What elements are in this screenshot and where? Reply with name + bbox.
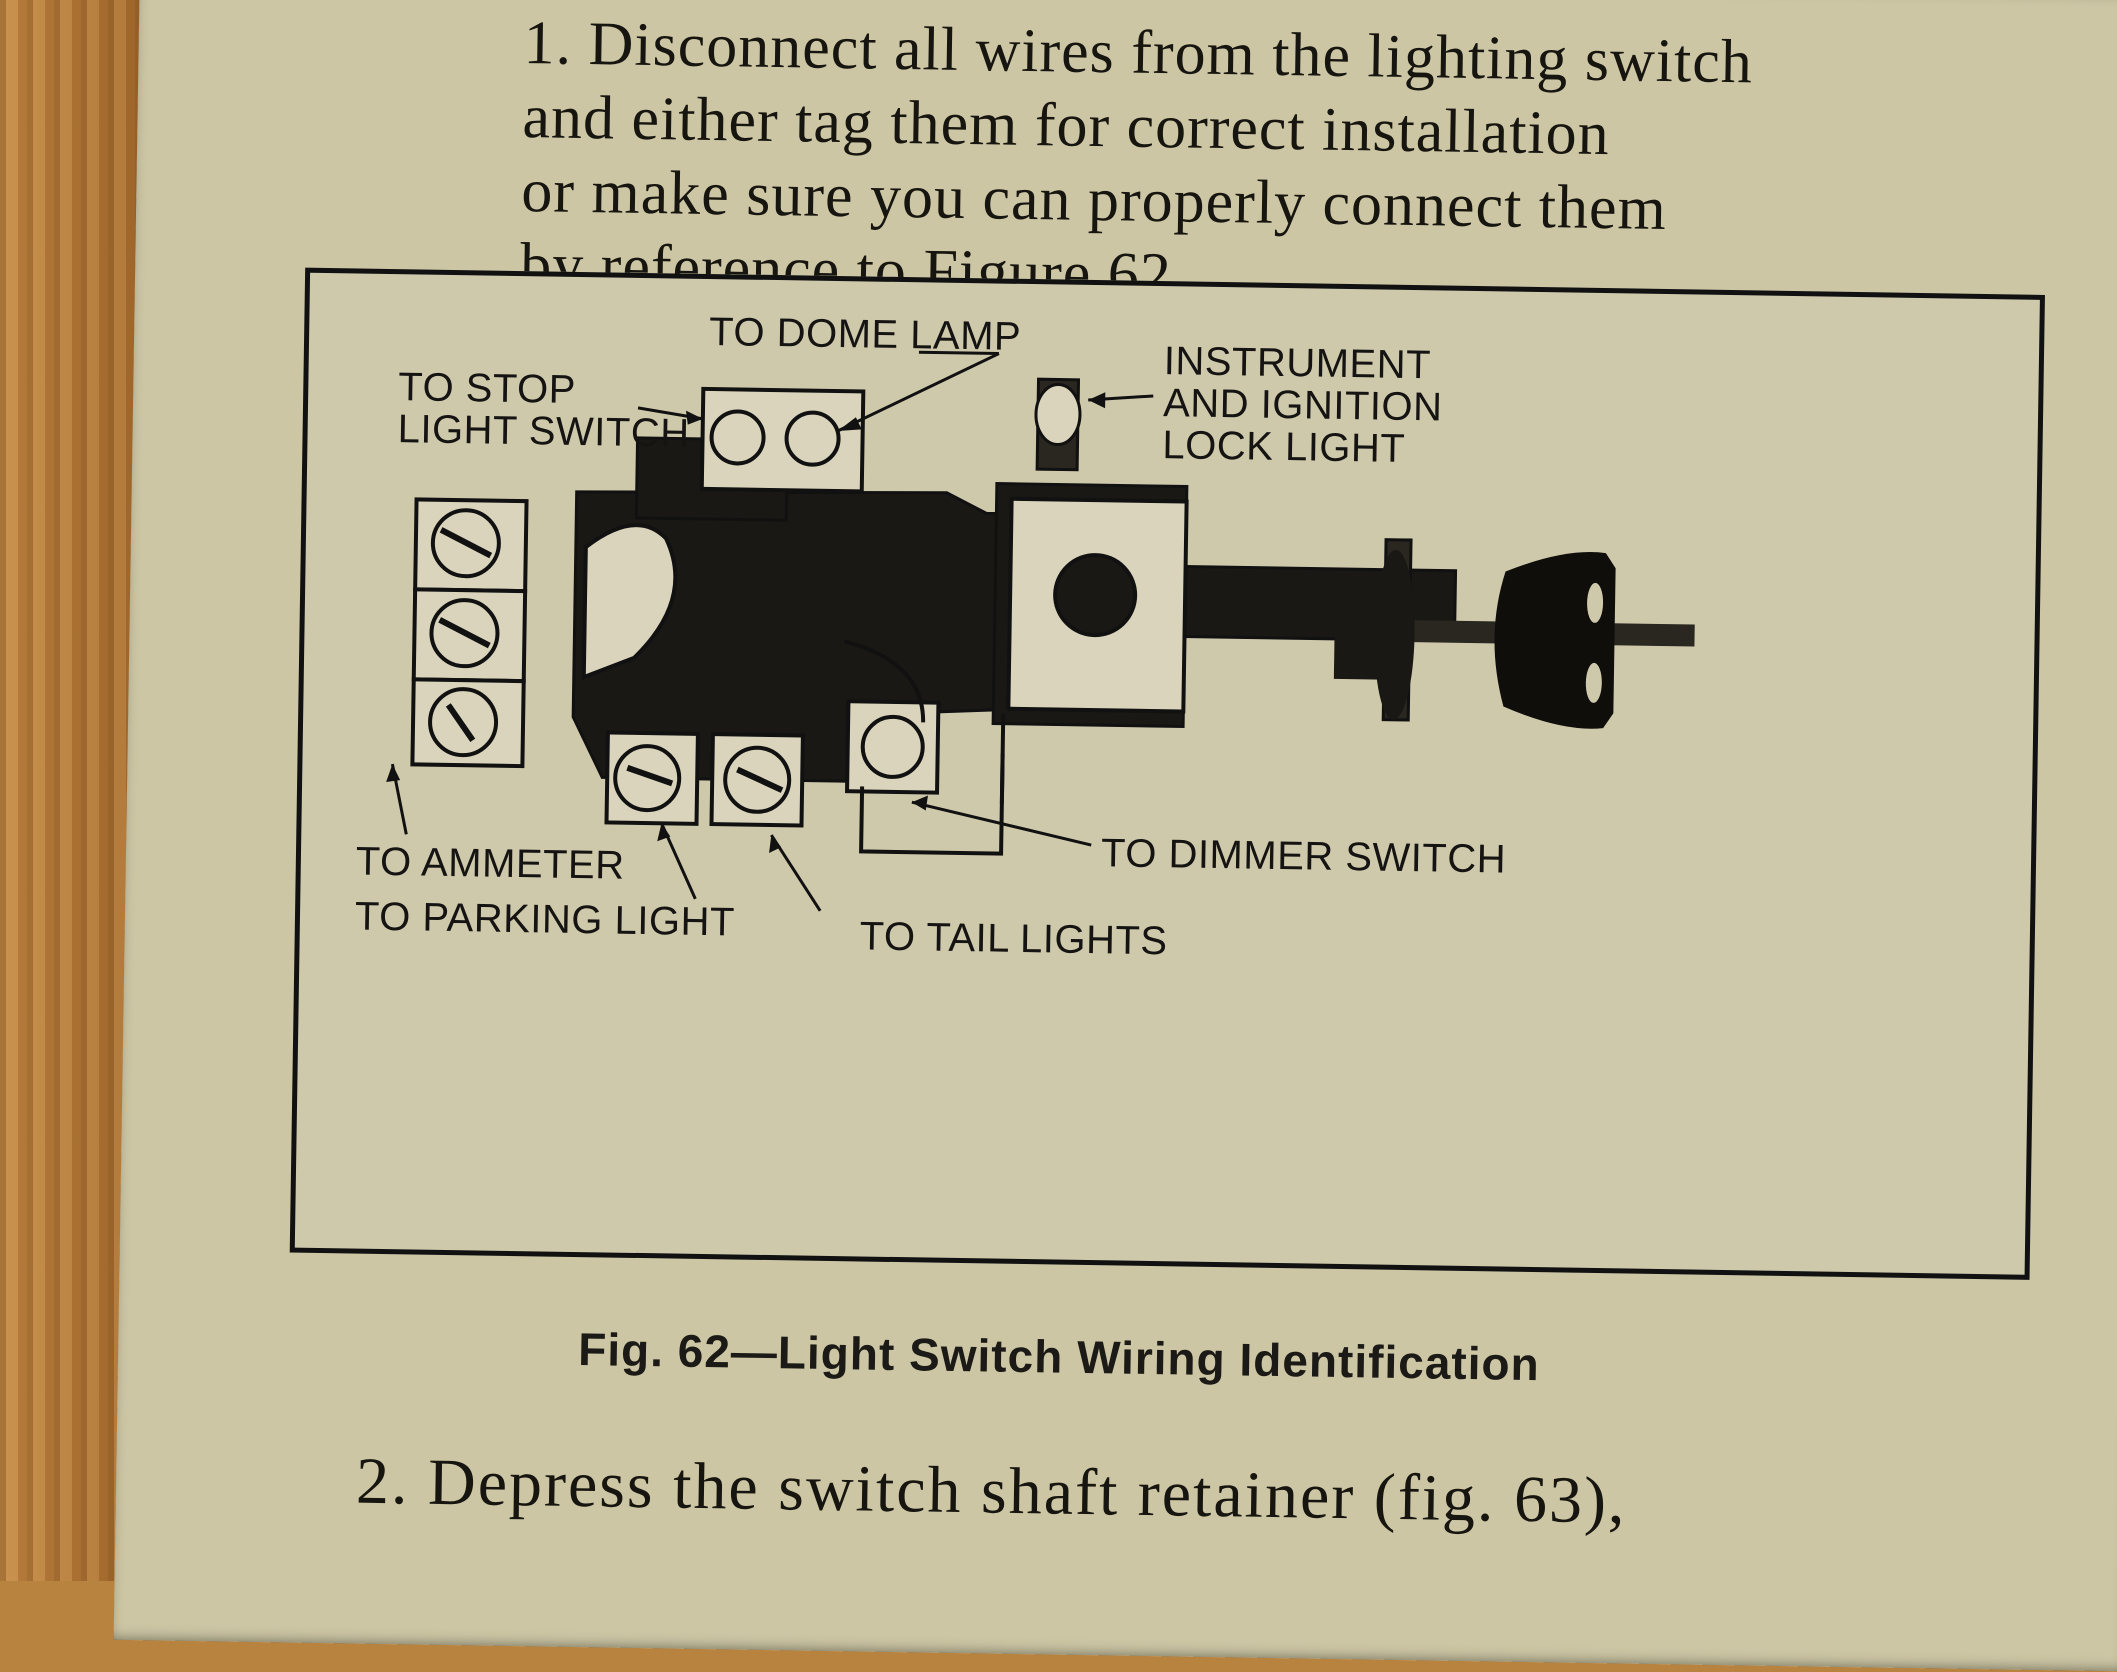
label-instrument-line3: LOCK LIGHT — [1162, 423, 1406, 471]
wooden-table — [0, 0, 140, 1581]
label-dimmer-switch: TO DIMMER SWITCH — [1100, 831, 1507, 882]
label-dome-lamp: TO DOME LAMP — [708, 309, 1022, 359]
light-switch-illustration — [386, 350, 1695, 912]
label-ammeter: TO AMMETER — [355, 839, 625, 888]
manual-page: 1. Disconnect all wires from the lightin… — [113, 0, 2117, 1672]
label-parking-light: TO PARKING LIGHT — [354, 894, 736, 945]
next-step-text: 2. Depress the switch shaft retainer (fi… — [355, 1444, 1628, 1538]
label-stop-light-line2: LIGHT SWITCH — [397, 407, 690, 456]
label-tail-lights: TO TAIL LIGHTS — [859, 914, 1168, 964]
figure-caption: Fig. 62—Light Switch Wiring Identificati… — [577, 1323, 1541, 1391]
figure-62-frame: TO DOME LAMP TO STOP LIGHT SWITCH INSTRU… — [289, 267, 2045, 1280]
